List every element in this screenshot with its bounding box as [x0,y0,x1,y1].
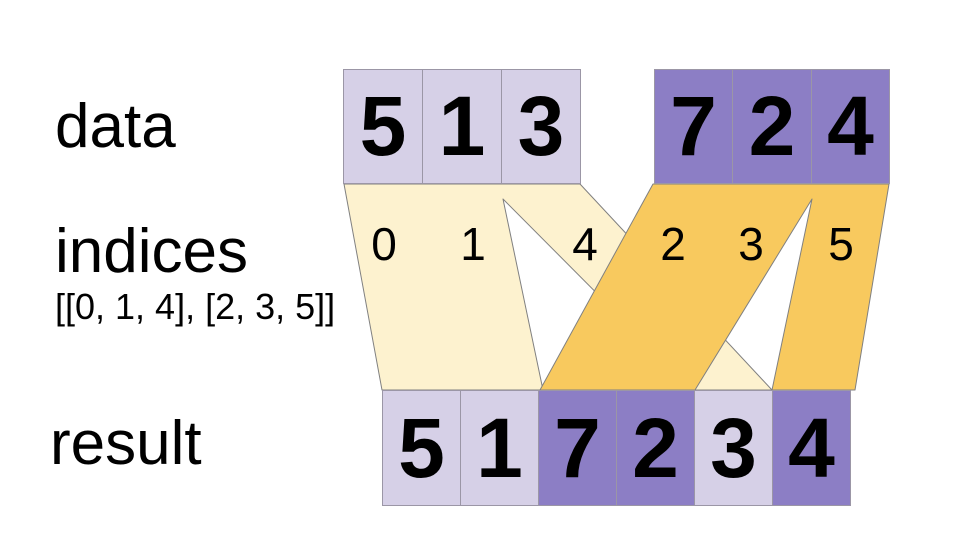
result-cell-2: 7 [538,390,617,506]
index-digit-2: 4 [572,218,598,270]
result-cell-1: 1 [460,390,539,506]
index-digit-5: 5 [828,218,854,270]
result-row-label: result [50,409,202,478]
index-digit-0: 0 [371,218,397,270]
data-cell-4: 2 [732,69,812,184]
result-cell-5: 4 [772,390,851,506]
data-cell-1: 1 [422,69,502,184]
result-cell-3: 2 [616,390,695,506]
indices-row-label: indices [55,217,248,286]
index-digit-4: 3 [738,218,764,270]
data-cell-2: 3 [501,69,581,184]
result-cell-0: 5 [382,390,461,506]
index-digit-1: 1 [460,218,486,270]
data-cell-3: 7 [654,69,733,184]
indices-literal-text: [[0, 1, 4], [2, 3, 5]] [55,286,336,327]
index-digit-3: 2 [660,218,686,270]
data-row-label: data [55,92,176,161]
data-cell-5: 4 [811,69,890,184]
data-cell-0: 5 [343,69,423,184]
result-cell-4: 3 [694,390,773,506]
